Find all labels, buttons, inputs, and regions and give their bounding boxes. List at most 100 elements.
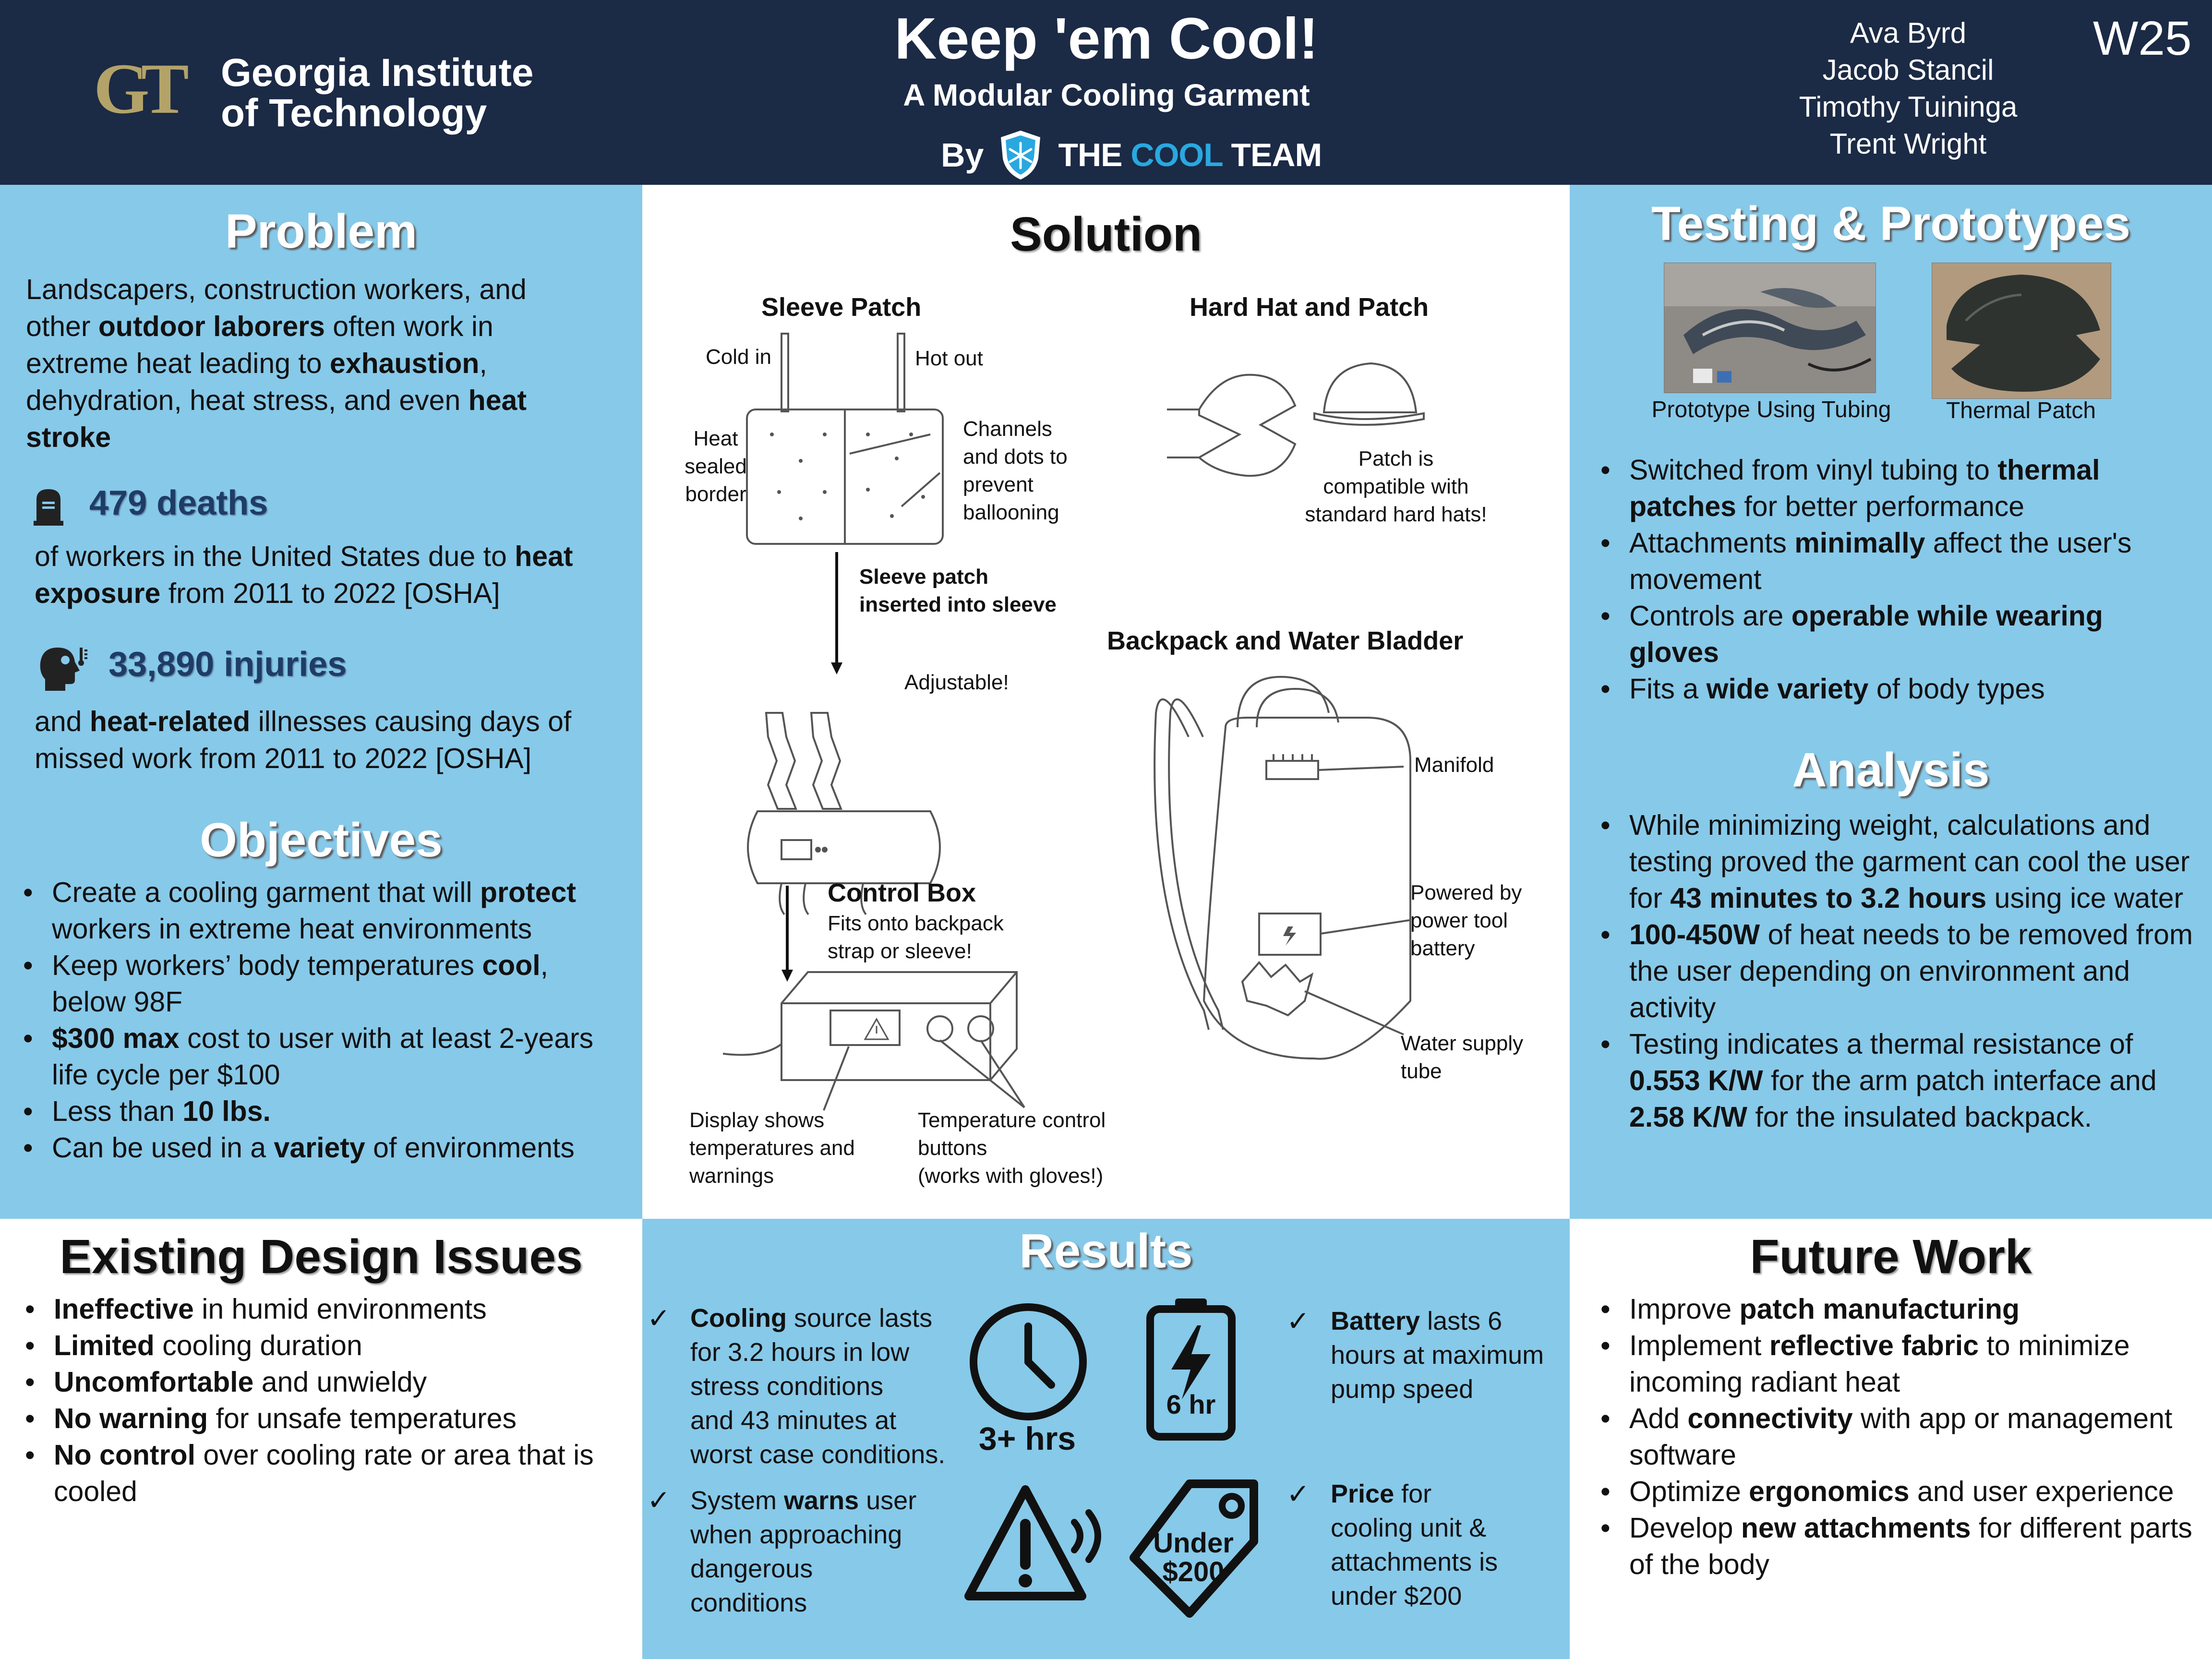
future-item: Optimize ergonomics and user experience bbox=[1600, 1473, 2200, 1510]
institution-line-1: Georgia Institute bbox=[221, 51, 534, 95]
text-run: of environments bbox=[365, 1132, 575, 1164]
institution-name: Georgia Institute of Technology bbox=[221, 53, 534, 133]
text-run: for better performance bbox=[1736, 491, 2025, 522]
battery-bolt bbox=[1283, 926, 1296, 946]
analysis-title: Analysis bbox=[1792, 743, 1990, 797]
display-leader bbox=[823, 1046, 850, 1111]
hard-hat-brim bbox=[1313, 412, 1425, 426]
shield-snowflake-icon bbox=[1001, 131, 1041, 180]
control-cable bbox=[722, 1043, 782, 1056]
result-line: attachments is bbox=[1331, 1548, 1498, 1576]
label-line: strap or sleeve! bbox=[828, 939, 972, 963]
text-run: workers in extreme heat environments bbox=[52, 913, 532, 945]
solution-title: Solution bbox=[1010, 207, 1202, 261]
georgia-tech-logo: GT Georgia Institute of Technology bbox=[94, 53, 535, 139]
backpack-strap bbox=[1154, 698, 1210, 1030]
tag-line: $200 bbox=[1162, 1556, 1225, 1587]
temperature-buttons-label: Temperature control buttons (works with … bbox=[918, 1106, 1106, 1190]
sleeve-inserted-label: Sleeve patch inserted into sleeve bbox=[859, 563, 1057, 619]
text-run: Attachments bbox=[1629, 527, 1795, 559]
result-line: hours at maximum bbox=[1331, 1341, 1544, 1370]
hat-patch-flat bbox=[1197, 373, 1297, 477]
label-line: tube bbox=[1401, 1059, 1442, 1083]
result-line: and 43 minutes at bbox=[690, 1406, 897, 1435]
poster-title: Keep 'em Cool! bbox=[894, 6, 1319, 71]
label-line: warnings bbox=[689, 1164, 774, 1188]
author-name: Jacob Stancil bbox=[1822, 54, 1994, 86]
hard-hat-dome bbox=[1322, 362, 1418, 413]
cold-in-tube bbox=[781, 333, 789, 412]
text-run: and bbox=[35, 706, 90, 737]
text-run-bold: protect bbox=[480, 877, 576, 908]
text-run-bold: outdoor laborers bbox=[98, 311, 325, 342]
clock-label: 3+ hrs bbox=[978, 1420, 1076, 1457]
text-run: Add bbox=[1629, 1403, 1688, 1434]
checkmark-icon: ✓ bbox=[647, 1303, 671, 1334]
future-item: Add connectivity with app or management … bbox=[1600, 1400, 2200, 1473]
term-tag: W25 bbox=[2093, 12, 2192, 65]
cold-in-label: Cold in bbox=[706, 345, 771, 369]
backpack-strap bbox=[1168, 698, 1224, 1030]
future-item: Improve patch manufacturing bbox=[1600, 1291, 2200, 1327]
deaths-text: of workers in the United States due to h… bbox=[35, 538, 639, 612]
heat-head-icon bbox=[40, 648, 87, 691]
display-label: Display shows temperatures and warnings bbox=[689, 1106, 855, 1190]
text-run-bold: thermal patches bbox=[1629, 454, 2100, 522]
water-bladder bbox=[1241, 961, 1314, 1017]
channels-label: Channels and dots to prevent ballooning bbox=[963, 415, 1068, 527]
text-run: affect the user's movement bbox=[1629, 527, 2132, 595]
text-run: from 2011 to 2022 [OSHA] bbox=[160, 577, 500, 609]
tombstone-icon bbox=[34, 489, 63, 526]
prototype-tubing-photo bbox=[1664, 263, 1876, 393]
result-line: Battery lasts 6 bbox=[1331, 1304, 1566, 1338]
sleeve-display-dots bbox=[815, 847, 828, 853]
prototype-tubing-caption: Prototype Using Tubing bbox=[1651, 397, 1891, 422]
team-name-the: THE bbox=[1058, 137, 1122, 173]
results-panel: Results ✓ Cooling source lasts for 3.2 h… bbox=[642, 1219, 1570, 1659]
text-run: Fits a bbox=[1629, 673, 1707, 705]
manifold-label: Manifold bbox=[1414, 753, 1494, 777]
text-run-bold: minimally bbox=[1794, 527, 1925, 559]
text-run-bold: 43 minutes to 3.2 hours bbox=[1670, 882, 1987, 914]
backpack-body bbox=[1202, 717, 1411, 1060]
control-box-heading: Control Box bbox=[828, 878, 976, 907]
objective-item: Create a cooling garment that will prote… bbox=[23, 874, 623, 947]
label-line: Fits onto backpack bbox=[828, 912, 1004, 935]
backpack-heading: Backpack and Water Bladder bbox=[1107, 626, 1464, 655]
tag-line: Under bbox=[1153, 1527, 1234, 1559]
label-line: temperatures and bbox=[689, 1136, 855, 1160]
result-warning: System warns user when approaching dange… bbox=[690, 1484, 940, 1620]
sleeve-patch-heading: Sleeve Patch bbox=[761, 293, 922, 322]
team-name-team: TEAM bbox=[1231, 137, 1322, 173]
deaths-line: exposure from 2011 to 2022 [OSHA] bbox=[35, 575, 639, 612]
sleeve-outline bbox=[747, 810, 941, 884]
testing-item: Switched from vinyl tubing to thermal pa… bbox=[1600, 452, 2196, 525]
injuries-line: and heat-related illnesses causing days … bbox=[35, 703, 639, 740]
result-line: cooling unit & bbox=[1331, 1514, 1487, 1542]
text-run: While minimizing weight, calculations an… bbox=[1629, 809, 2190, 914]
result-line: stress conditions bbox=[690, 1372, 884, 1401]
price-tag-icon bbox=[1130, 1479, 1258, 1618]
existing-issues-title: Existing Design Issues bbox=[60, 1230, 583, 1284]
checkmark-icon: ✓ bbox=[1286, 1306, 1310, 1337]
text-run: source lasts bbox=[786, 1304, 933, 1333]
left-panel: Problem Landscapers, construction worker… bbox=[0, 185, 642, 1219]
poster-subtitle: A Modular Cooling Garment bbox=[903, 78, 1310, 112]
text-run-bold: 100-450W bbox=[1629, 919, 1760, 950]
label-line: and dots to bbox=[963, 445, 1068, 469]
result-line: System warns user bbox=[690, 1484, 940, 1518]
deaths-line: of workers in the United States due to h… bbox=[35, 538, 639, 575]
text-run: and unwieldy bbox=[253, 1366, 427, 1398]
text-run: for the arm patch interface and bbox=[1763, 1065, 2157, 1096]
analysis-item: 100-450W of heat needs to be removed fro… bbox=[1600, 916, 2200, 1026]
text-run: of body types bbox=[1868, 673, 2045, 705]
hat-tabs bbox=[1167, 409, 1199, 458]
label-line: Water supply bbox=[1401, 1032, 1524, 1055]
text-run: for unsafe temperatures bbox=[208, 1403, 517, 1434]
text-run-bold: warns bbox=[784, 1486, 859, 1515]
problem-line: Landscapers, construction workers, and bbox=[26, 274, 527, 305]
checkmark-icon: ✓ bbox=[647, 1485, 671, 1516]
text-run-bold: 2.58 K/W bbox=[1629, 1101, 1747, 1133]
text-run: and user experience bbox=[1909, 1476, 2174, 1507]
heat-sealed-label: Heat sealed border bbox=[680, 425, 752, 508]
